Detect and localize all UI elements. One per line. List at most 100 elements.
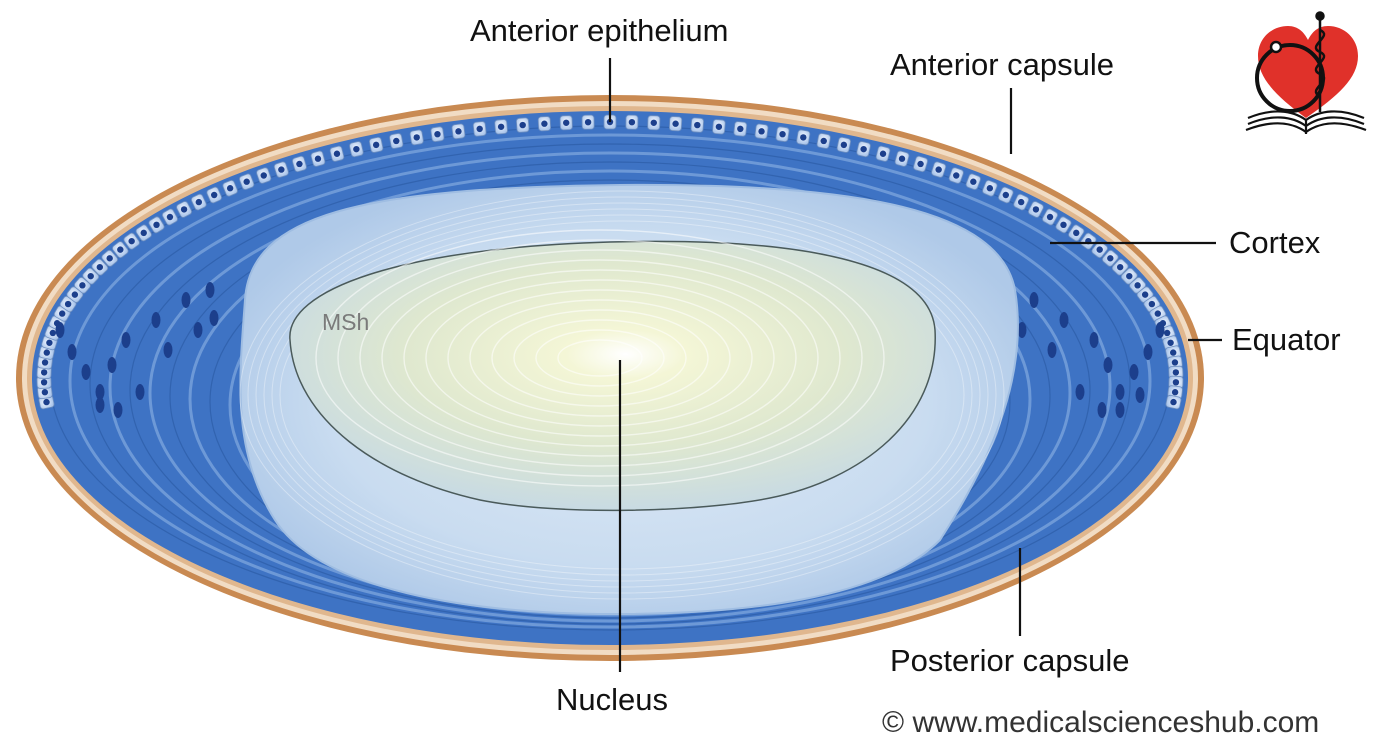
epithelial-cell: [733, 121, 748, 137]
cell-nucleus: [1143, 344, 1153, 360]
epithelial-cell: [409, 129, 424, 146]
epithelial-cell: [494, 119, 508, 135]
heart-icon: [1258, 26, 1358, 118]
cortex-lamella: [271, 214, 973, 576]
epithelial-cell: [537, 116, 552, 132]
cortex-lamella: [255, 202, 989, 588]
epithelial-cell: [1013, 193, 1030, 211]
epithelial-cell: [161, 208, 178, 226]
nucleus-ring: [425, 279, 775, 437]
cortex-lamella: [239, 190, 1005, 600]
epithelial-cell: [668, 116, 683, 132]
epithelial-cell: [148, 216, 165, 234]
cortex-lamellae: [239, 190, 1005, 600]
label-anterior-capsule: Anterior capsule: [890, 47, 1115, 82]
epithelial-cell: [472, 121, 487, 137]
cell-nucleus: [113, 402, 123, 418]
nucleus-ring: [535, 329, 665, 387]
epithelial-cell: [1136, 286, 1154, 303]
cell-nucleus: [1129, 364, 1139, 380]
epithelial-cell: [998, 186, 1014, 204]
epithelial-cell: [1111, 258, 1129, 276]
label-anterior-epithelium: Anterior epithelium: [470, 13, 729, 48]
epithelial-cell: [451, 123, 466, 140]
epithelial-cell: [1165, 394, 1182, 410]
cell-nucleus: [163, 342, 173, 358]
epithelial-cell: [816, 133, 831, 149]
epithelial-cell: [856, 141, 871, 158]
epithelial-cell: [754, 123, 769, 140]
fiber-line: [108, 151, 1112, 623]
epithelial-cell: [82, 267, 100, 285]
cell-nucleus: [1089, 332, 1099, 348]
cell-nucleus: [1155, 322, 1165, 338]
epithelial-cell: [349, 141, 364, 158]
cell-nucleus: [121, 332, 131, 348]
cell-nucleus: [95, 397, 105, 413]
epithelial-cell: [1055, 216, 1072, 234]
nucleus-ring: [315, 229, 885, 487]
cell-nucleus: [1029, 292, 1039, 308]
stethoscope-chestpiece-icon: [1269, 40, 1283, 54]
cell-nucleus: [67, 344, 77, 360]
cell-nucleus: [1097, 402, 1107, 418]
epithelial-cell: [112, 241, 129, 259]
epithelial-cell: [1042, 208, 1059, 226]
epithelial-cell: [1168, 375, 1184, 389]
epithelial-cell: [982, 179, 998, 197]
epithelial-cell: [190, 193, 207, 211]
epithelial-cell: [948, 167, 964, 184]
epithelial-cell: [913, 155, 928, 173]
cell-nucleus: [1115, 402, 1125, 418]
watermark-initials: MSh: [322, 309, 370, 335]
epithelial-cell: [1068, 224, 1085, 242]
cell-nucleus: [1103, 357, 1113, 373]
cell-nucleus: [1075, 384, 1085, 400]
nucleus-growth-rings: [315, 229, 885, 487]
medicalscienceshub-logo: [1245, 11, 1367, 134]
cell-nucleus: [181, 292, 191, 308]
epithelial-cell: [310, 150, 326, 167]
epithelial-cell: [894, 150, 910, 167]
cortex-lamella: [247, 196, 997, 594]
label-posterior-capsule: Posterior capsule: [890, 643, 1130, 678]
epithelial-cell: [91, 258, 109, 276]
cell-nucleus: [107, 357, 117, 373]
copyright-notice: © www.medicalscienceshub.com: [882, 706, 1320, 739]
label-cortex: Cortex: [1229, 225, 1321, 260]
cell-nucleus: [135, 384, 145, 400]
cell-nucleus: [193, 322, 203, 338]
epithelial-cell: [965, 173, 981, 190]
fiber-line: [68, 133, 1152, 629]
epithelial-cell: [101, 249, 118, 267]
cell-nucleus: [1135, 387, 1145, 403]
nucleus-ring: [447, 289, 753, 427]
epithelial-cell: [36, 375, 52, 389]
nucleus-ring: [491, 309, 709, 407]
epithelial-cell: [256, 167, 272, 184]
epithelial-cell: [135, 224, 152, 242]
epithelial-cell: [1129, 277, 1147, 294]
epithelial-cell: [430, 126, 445, 142]
cell-nucleus: [1059, 312, 1069, 328]
nucleus-ring: [381, 259, 819, 457]
cortex-lamella: [263, 208, 981, 582]
cell-nucleus: [209, 310, 219, 326]
nucleus-ring: [557, 339, 643, 377]
epithelial-cell: [66, 286, 84, 303]
anterior-epithelium-cells: [36, 114, 1184, 410]
open-book-icon: [1245, 110, 1367, 134]
epithelial-cell: [273, 161, 289, 178]
epithelial-cell: [516, 117, 530, 133]
epithelial-cell: [222, 179, 238, 197]
nucleus-ring: [513, 319, 687, 397]
epithelial-cell: [1028, 201, 1044, 218]
cortex-lamella: [279, 220, 965, 570]
epithelial-cell: [206, 186, 222, 204]
epithelial-cell: [1080, 232, 1097, 250]
epithelial-cell: [875, 145, 891, 162]
leader-lines: [608, 58, 1222, 672]
nucleus-ring: [403, 269, 797, 447]
equatorial-cell-nuclei: [55, 282, 1165, 418]
